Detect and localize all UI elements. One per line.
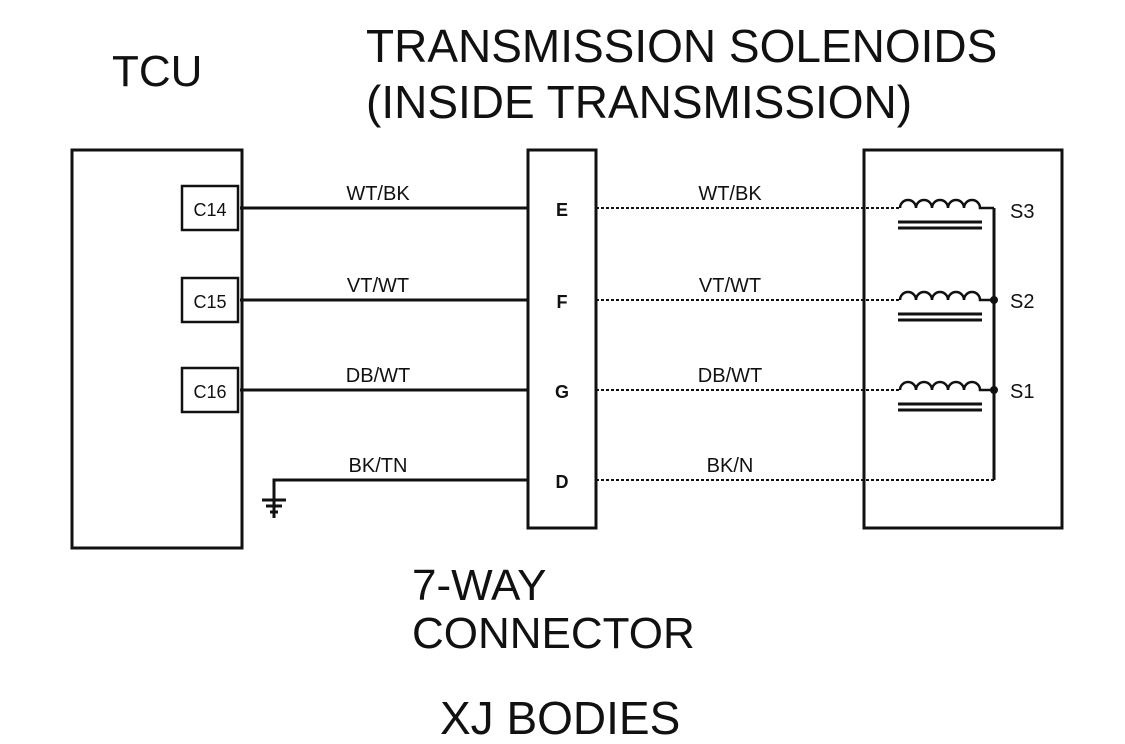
junction-dot-s2 (990, 296, 998, 304)
solenoid-coil-icon (898, 198, 994, 230)
wire-label-left-g: DB/WT (346, 365, 410, 387)
wire-label-right-e: WT/BK (698, 183, 762, 205)
junction-dot-s1 (990, 386, 998, 394)
ground-symbol-icon (262, 498, 286, 518)
solenoid-label-s3: S3 (1010, 201, 1034, 223)
tcu-pin-c15: C15 (193, 292, 226, 312)
solenoid-coil-icon (898, 290, 994, 322)
wire-label-right-g: DB/WT (698, 365, 762, 387)
connector-title-line1: 7-WAY (412, 561, 546, 610)
solenoid-label-s1: S1 (1010, 381, 1034, 403)
tcu-pin-c16: C16 (193, 382, 226, 402)
bodies-label: XJ BODIES (440, 692, 680, 744)
tcu-pin-c14: C14 (193, 200, 226, 220)
connector-box (526, 148, 598, 530)
connector-pin-e: E (556, 200, 568, 220)
solenoid-box (862, 148, 1064, 530)
tcu-pin-c16-box (180, 366, 240, 414)
solenoids-title-line2: (INSIDE TRANSMISSION) (366, 76, 912, 128)
tcu-title: TCU (112, 47, 202, 96)
wire-label-left-f: VT/WT (347, 275, 409, 297)
solenoid-coil-icon (898, 380, 994, 412)
connector-pin-f: F (557, 292, 568, 312)
solenoid-label-s2: S2 (1010, 291, 1034, 313)
solenoids-title-line1: TRANSMISSION SOLENOIDS (366, 20, 997, 72)
wire-label-right-f: VT/WT (699, 275, 761, 297)
tcu-pin-c14-box (180, 184, 240, 232)
wire-label-right-d: BK/N (707, 455, 754, 477)
tcu-pin-c15-box (180, 276, 240, 324)
connector-pin-d: D (556, 472, 569, 492)
wire-label-left-d: BK/TN (349, 455, 408, 477)
wire-left-d-ground (272, 478, 528, 508)
wire-label-left-e: WT/BK (346, 183, 410, 205)
connector-title-line2: CONNECTOR (412, 609, 695, 658)
connector-pin-g: G (555, 382, 569, 402)
